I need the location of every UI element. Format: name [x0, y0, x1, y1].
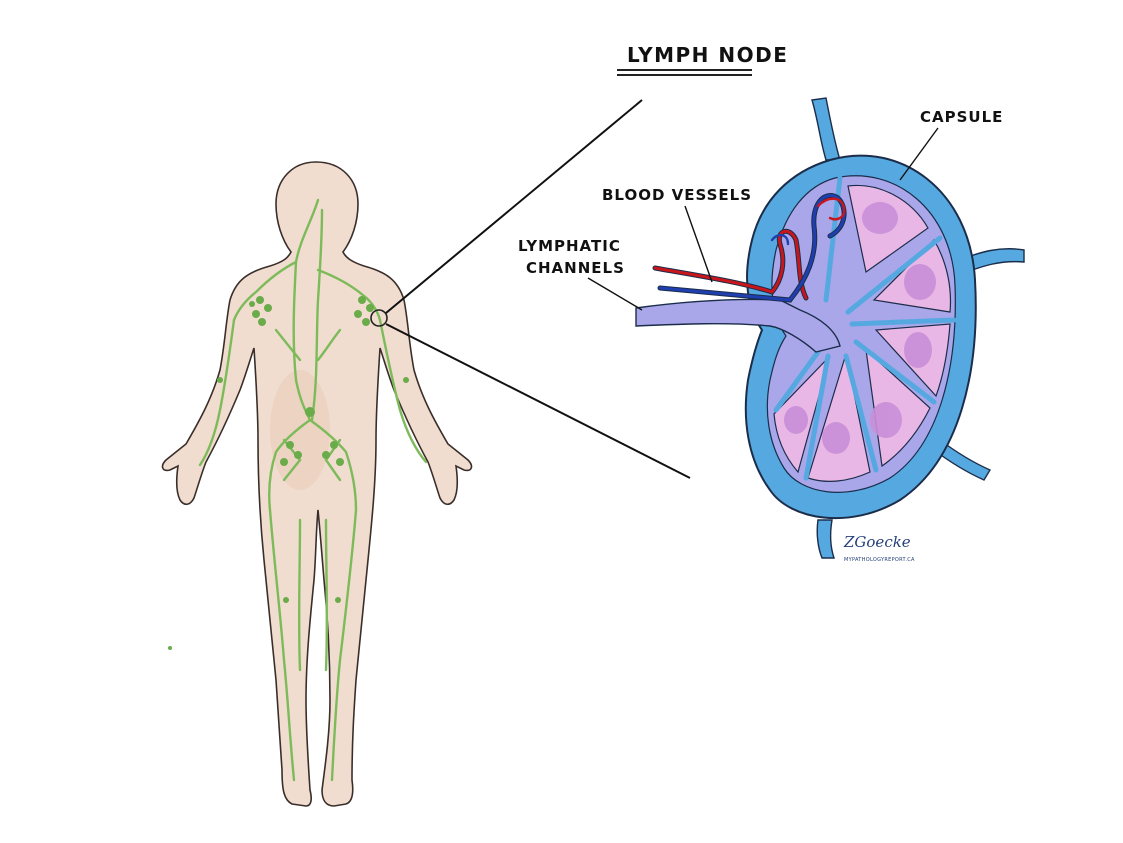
artist-signature: ZGoecke MYPATHOLOGYREPORT.CA — [843, 533, 915, 563]
lymphatic-channels-label-group: LYMPHATIC CHANNELS — [518, 237, 643, 311]
lymph-node-dots — [168, 296, 409, 650]
signature-url: MYPATHOLOGYREPORT.CA — [844, 557, 915, 563]
title-group: LYMPH NODE — [617, 43, 788, 76]
signature-name: ZGoecke — [843, 533, 911, 551]
leader-blood-vessels — [684, 205, 713, 283]
lymph-node-illustration: ZGoecke MYPATHOLOGYREPORT.CA — [635, 97, 1025, 563]
capsule-label-group: CAPSULE — [899, 108, 1003, 181]
leader-lymphatic-channels — [587, 277, 643, 311]
label-lymphatic: LYMPHATIC — [518, 237, 621, 255]
lymph-vessel-network — [198, 198, 428, 782]
blood-vessels — [652, 193, 847, 303]
body-shading — [270, 370, 330, 490]
blood-vessels-label-group: BLOOD VESSELS — [602, 186, 752, 283]
label-capsule: CAPSULE — [920, 108, 1003, 126]
zoom-line-top — [385, 99, 643, 314]
human-body-figure — [161, 161, 473, 807]
magnified-node-marker — [370, 309, 388, 327]
diagram-title: LYMPH NODE — [627, 43, 788, 67]
lymphatic-channel — [635, 298, 841, 353]
label-channels: CHANNELS — [526, 259, 625, 277]
follicles — [784, 202, 936, 454]
leader-capsule — [899, 127, 939, 181]
zoom-line-bottom — [385, 323, 691, 479]
body-silhouette — [161, 161, 473, 807]
efferent-afferent-vessels — [811, 97, 1025, 559]
label-blood-vessels: BLOOD VESSELS — [602, 186, 752, 204]
